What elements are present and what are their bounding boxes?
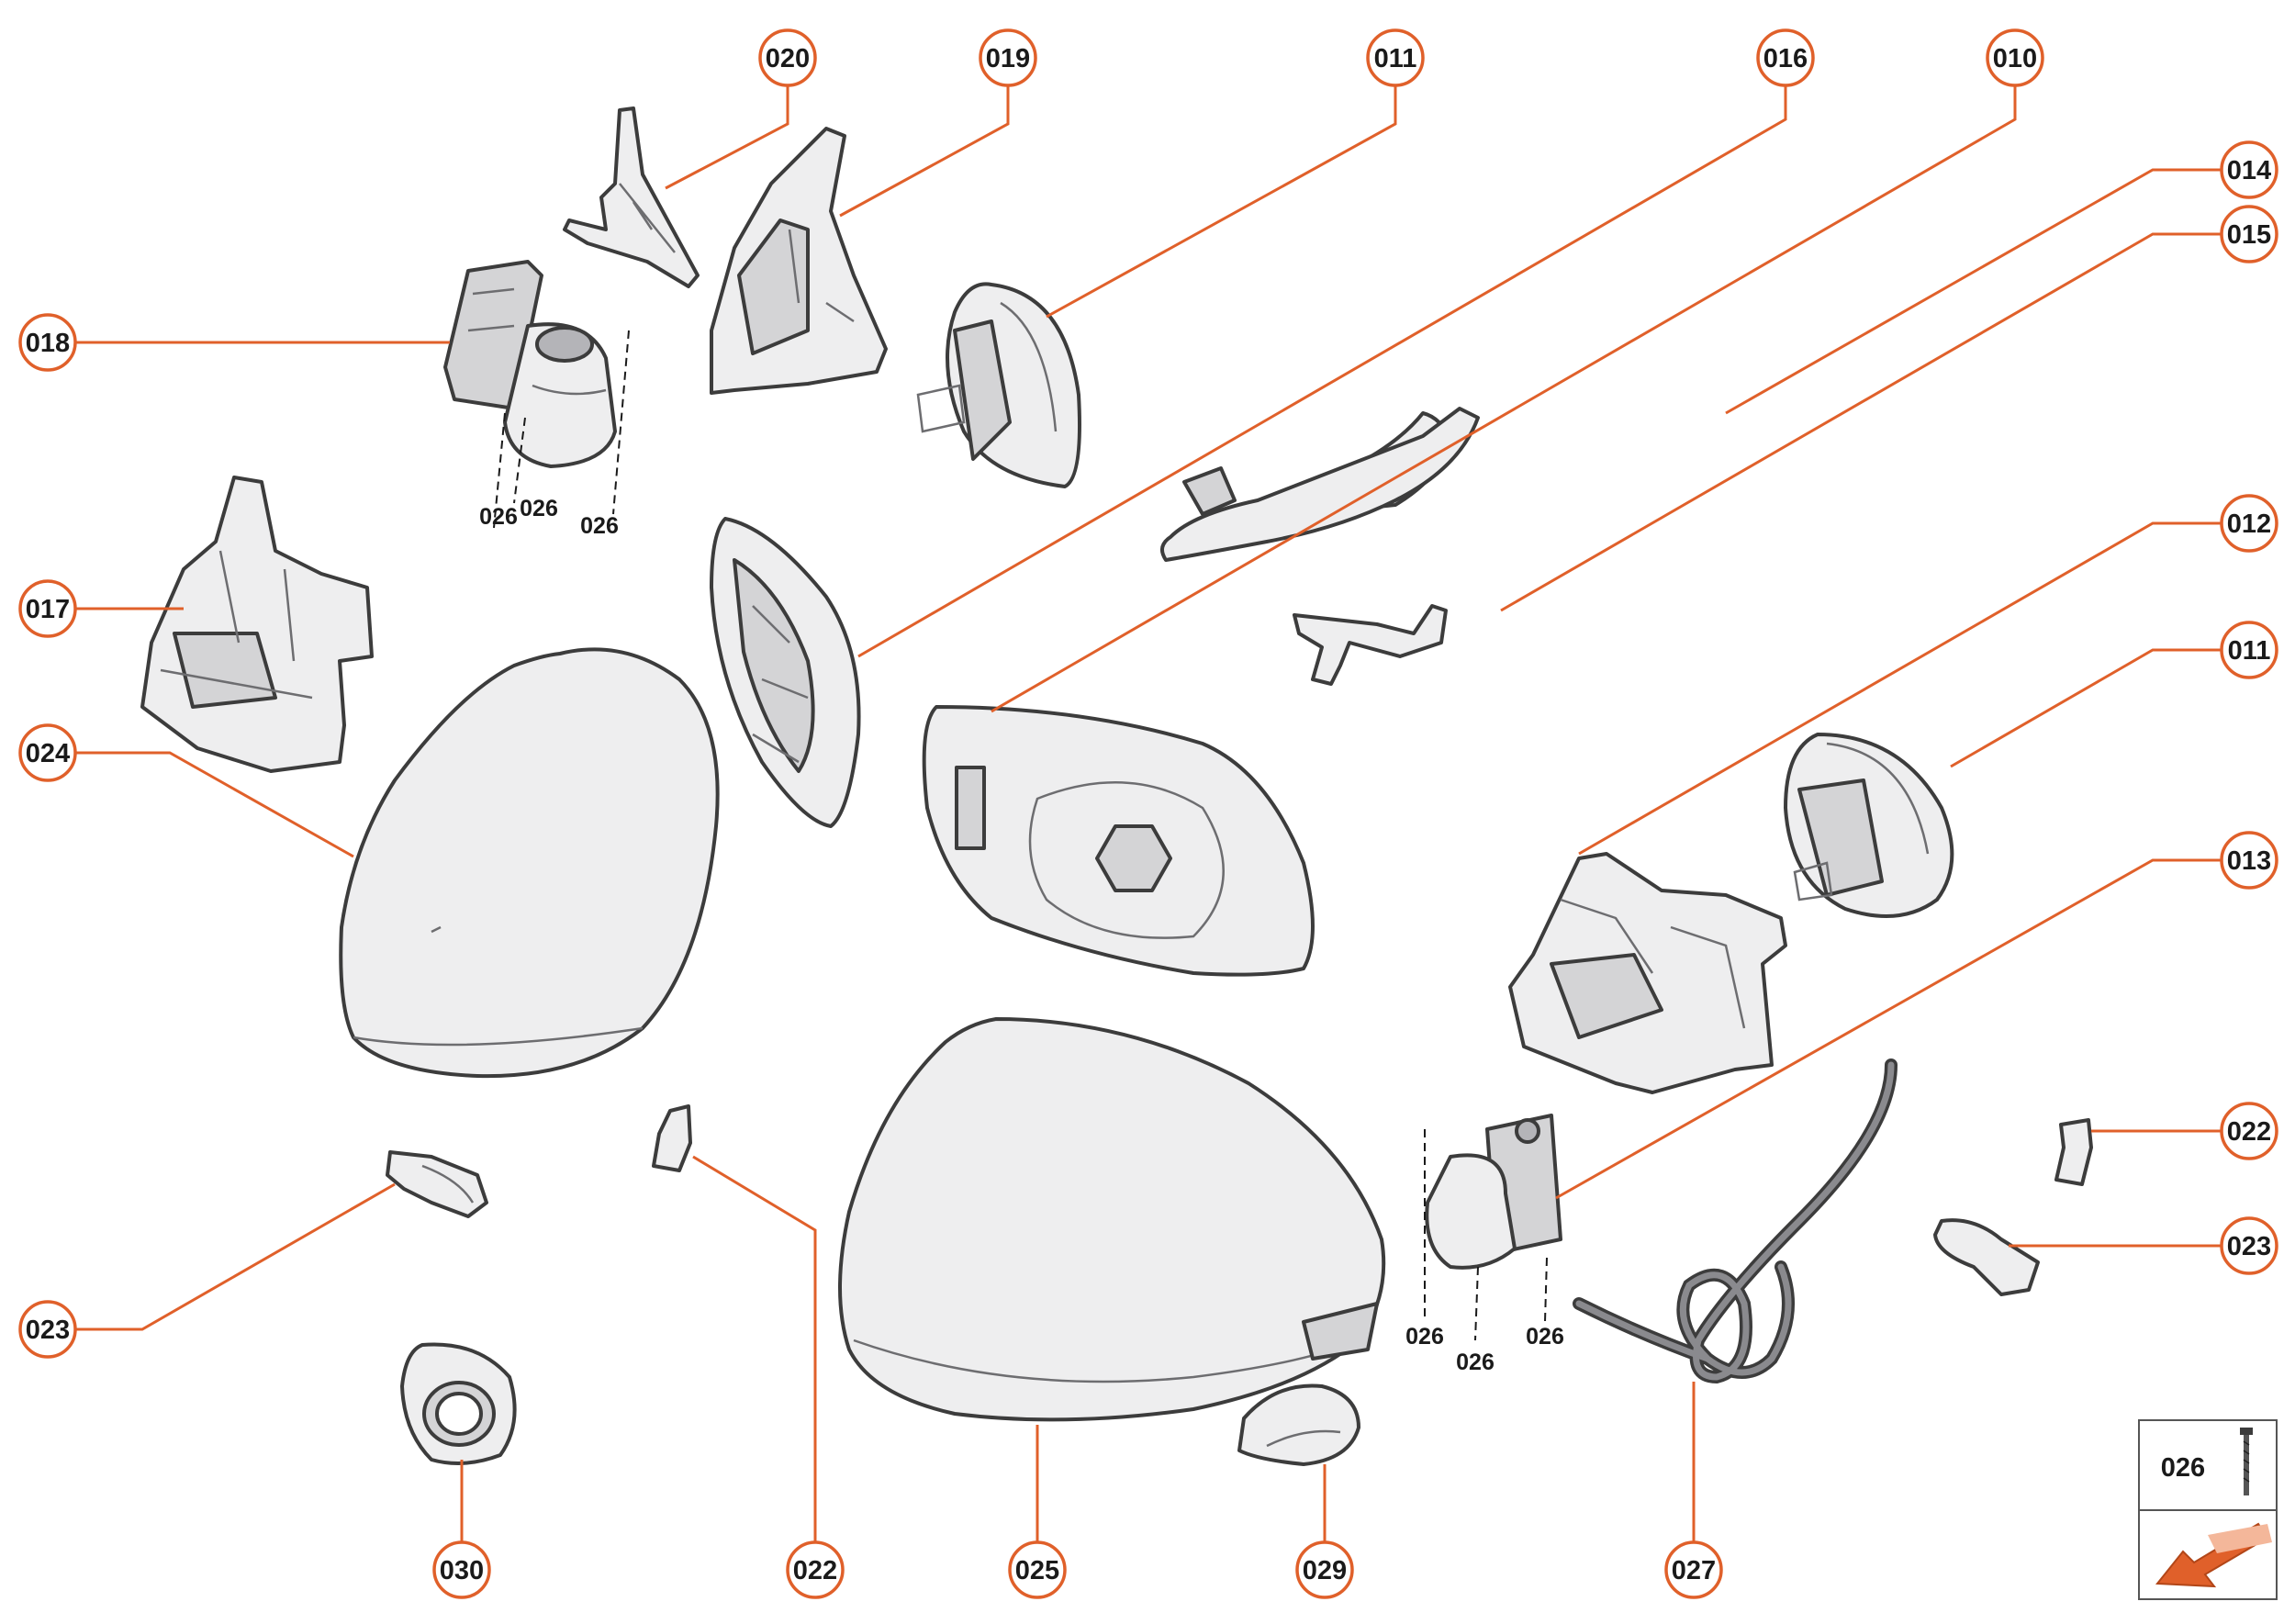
screw-icon [2240,1428,2253,1495]
part-023-clip-right [1933,1218,2040,1296]
legend-box: 026 [2138,1419,2278,1600]
svg-text:011: 011 [2228,636,2271,666]
screw-label: 026 [580,513,619,539]
part-018-motor [443,260,617,468]
callout-025: 025 [1008,1540,1067,1599]
part-012-base-frame [1508,852,1787,1094]
callout-011-top: 011 [1366,28,1425,87]
part-014-trim-strip [1160,407,1480,562]
screw-label: 026 [479,504,518,530]
callout-023-left: 023 [18,1300,77,1359]
callout-020: 020 [758,28,817,87]
svg-text:025: 025 [1015,1556,1059,1585]
svg-text:015: 015 [2227,220,2271,250]
part-017-frame [140,476,374,773]
svg-text:030: 030 [440,1556,484,1585]
svg-text:022: 022 [793,1556,837,1585]
svg-text:018: 018 [26,329,70,358]
screw-markers-018 [493,330,630,529]
svg-text:023: 023 [26,1316,70,1345]
part-011-actuator-right [1784,733,1954,918]
part-020-bracket [563,106,700,288]
svg-text:017: 017 [26,595,70,624]
callout-027: 027 [1664,1540,1723,1599]
svg-text:019: 019 [986,44,1030,73]
part-022-clip-right [2054,1118,2093,1186]
svg-text:022: 022 [2227,1117,2271,1147]
part-015-small-bracket [1293,604,1448,686]
callout-030: 030 [432,1540,491,1599]
screw-label: 026 [520,496,558,521]
part-027-cable [1573,1058,1898,1384]
callout-019: 019 [979,28,1037,87]
part-023-clip-left [386,1150,488,1218]
part-016-backing-plate [710,517,861,828]
screw-label: 026 [1456,1350,1495,1375]
part-013-motor [1425,1114,1562,1270]
callout-010: 010 [1986,28,2044,87]
callout-029: 029 [1295,1540,1354,1599]
part-030-ring [400,1342,517,1465]
callout-024: 024 [18,723,77,782]
callout-022-bottom: 022 [786,1540,845,1599]
svg-text:011: 011 [1374,44,1417,73]
callout-011-right: 011 [2220,621,2278,679]
svg-text:010: 010 [1993,44,2037,73]
part-029-lamp [1237,1383,1360,1466]
part-024-cover-left [339,647,720,1079]
svg-text:016: 016 [1763,44,1808,73]
callout-023-right: 023 [2220,1216,2278,1275]
callout-013: 013 [2220,831,2278,890]
callout-015: 015 [2220,205,2278,263]
screw-label: 026 [1405,1324,1444,1350]
callout-014: 014 [2220,140,2278,199]
svg-text:014: 014 [2227,156,2271,185]
callout-018: 018 [18,313,77,372]
part-022-clip-left [652,1104,692,1172]
leader-lines [76,58,2240,1547]
svg-text:029: 029 [1303,1556,1347,1585]
callout-012: 012 [2220,494,2278,553]
part-011-actuator-top [916,282,1081,488]
callout-017: 017 [18,579,77,638]
svg-text:027: 027 [1672,1556,1716,1585]
arrow-icon [2155,1522,2272,1588]
callout-022-right: 022 [2220,1102,2278,1160]
part-010-glass-holder [922,705,1315,977]
svg-text:013: 013 [2227,846,2271,876]
svg-text:020: 020 [766,44,810,73]
svg-text:024: 024 [26,739,70,768]
part-025-cover-bottom [838,1017,1386,1422]
callout-016: 016 [1756,28,1815,87]
legend-part-label: 026 [2161,1453,2205,1483]
part-019-base-trim [710,127,888,395]
screw-label: 026 [1526,1324,1564,1350]
svg-text:012: 012 [2227,510,2271,539]
svg-text:023: 023 [2227,1232,2271,1261]
screw-markers-013 [1424,1129,1548,1341]
